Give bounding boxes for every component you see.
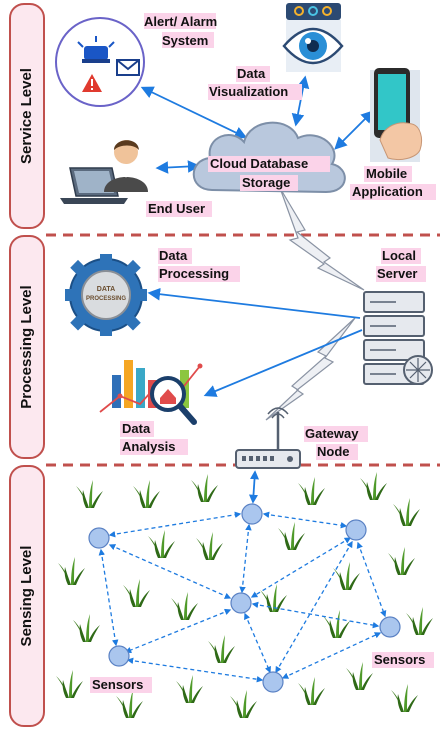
- grass-icon: [360, 472, 387, 500]
- vis-label-line1: Data: [237, 66, 266, 81]
- grass-icon: [171, 592, 198, 620]
- cloud-label-bg: [240, 175, 298, 191]
- sensor-node: [108, 645, 130, 667]
- gateway-label-bg: [304, 426, 368, 442]
- gear-text-2: PROCESSING: [86, 296, 126, 302]
- sensors-right-label-bg: [372, 652, 434, 668]
- cloud-label-line2: Storage: [242, 175, 290, 190]
- analysis-label-bg: [120, 421, 154, 437]
- eye-icon: [282, 3, 344, 72]
- sensor-links: [98, 511, 387, 683]
- grass-icon: [391, 684, 418, 712]
- gateway-label-bg: [316, 444, 358, 460]
- processing-level-label: Processing Level: [18, 285, 35, 408]
- alarm-icon: [55, 17, 145, 107]
- arrow-mobile-cloud: [334, 110, 374, 150]
- grass-icon: [196, 532, 223, 560]
- grass-icon: [346, 662, 373, 690]
- alert-label-bg: [162, 32, 214, 48]
- sensing-level-label: Sensing Level: [18, 546, 35, 647]
- service-level-box: [9, 3, 45, 229]
- processing-level-box: [9, 235, 45, 459]
- grass-icon: [333, 562, 360, 590]
- vis-label-bg: [208, 84, 302, 100]
- local-server-label-line1: Local: [382, 248, 416, 263]
- grass-icon: [56, 670, 83, 698]
- local-server-label-bg: [381, 248, 421, 264]
- router-icon: [235, 407, 301, 469]
- grass-icon: [123, 579, 150, 607]
- sensor-node: [241, 503, 263, 525]
- sensor-node: [230, 592, 252, 614]
- grass-icon: [298, 677, 325, 705]
- lightning-icon: [279, 187, 365, 291]
- arrow-alert-cloud: [140, 86, 248, 139]
- analysis-label-line1: Data: [122, 421, 151, 436]
- alert-label-line1: Alert/ Alarm: [144, 14, 217, 29]
- grass-icon: [176, 675, 203, 703]
- chart-icon: [99, 360, 203, 425]
- sensors-left-label-bg: [90, 677, 152, 693]
- vis-label-line2: Visualization: [209, 84, 288, 99]
- sensor-node: [379, 616, 401, 638]
- vis-label-bg: [236, 66, 270, 82]
- grass-icon: [388, 547, 415, 575]
- cloud-label-bg: [208, 156, 330, 172]
- grass-icon: [323, 610, 350, 638]
- sensor-node: [88, 527, 110, 549]
- analysis-label-bg: [120, 439, 188, 455]
- gateway-label-line2: Node: [317, 444, 350, 459]
- grass-icon: [208, 635, 235, 663]
- service-level-label: Service Level: [18, 68, 35, 164]
- grass-icon: [230, 690, 257, 718]
- cloud-label-line1: Cloud Database: [210, 156, 308, 171]
- mobile-label-bg: [350, 184, 436, 200]
- mobile-label-line1: Mobile: [366, 166, 407, 181]
- arrow-server-processing: [147, 287, 361, 319]
- data-proc-label-line2: Processing: [159, 266, 229, 281]
- data-proc-label-line1: Data: [159, 248, 188, 263]
- arrow-user-cloud: [155, 160, 201, 174]
- grass-icon: [58, 557, 85, 585]
- data-proc-label-bg: [158, 266, 240, 282]
- sensing-level-box: [9, 465, 45, 727]
- gear-text-1: DATA: [97, 286, 115, 293]
- arrow-server-analysis: [203, 329, 363, 397]
- server-icon: [363, 291, 433, 385]
- local-server-label-line2: Server: [377, 266, 417, 281]
- grass-icon: [278, 522, 305, 550]
- sensor-node: [262, 671, 284, 693]
- sensors-right-label: Sensors: [374, 652, 425, 667]
- end-user-label: End User: [148, 201, 205, 216]
- end-user-label-bg: [146, 201, 212, 217]
- lightning-icon: [265, 317, 356, 421]
- grass-icon: [148, 530, 175, 558]
- analysis-label-line2: Analysis: [122, 439, 175, 454]
- grass-icon: [191, 474, 218, 502]
- phone-icon: [370, 68, 423, 162]
- grass-icon: [116, 690, 143, 718]
- gateway-label-line1: Gateway: [305, 426, 359, 441]
- local-server-label-bg: [376, 266, 426, 282]
- sensor-nodes: [88, 503, 401, 693]
- gear-icon: DATA PROCESSING: [65, 254, 147, 336]
- alert-label-line2: System: [162, 33, 208, 48]
- grass-icon: [298, 477, 325, 505]
- grass-icon: [76, 480, 103, 508]
- mobile-label-bg: [364, 166, 412, 182]
- grass-icon: [393, 498, 420, 526]
- grass-icon: [406, 607, 433, 635]
- grass-icon: [73, 614, 100, 642]
- grass-icon: [260, 584, 287, 612]
- alert-label-bg: [144, 13, 216, 29]
- data-proc-label-bg: [158, 248, 192, 264]
- grass-icon: [133, 480, 160, 508]
- laptop-user-icon: [60, 140, 148, 204]
- mobile-label-line2: Application: [352, 184, 423, 199]
- arrow-vis-cloud: [291, 75, 310, 127]
- sensor-node: [345, 519, 367, 541]
- arrow-gateway-node: [248, 470, 260, 504]
- sensors-left-label: Sensors: [92, 677, 143, 692]
